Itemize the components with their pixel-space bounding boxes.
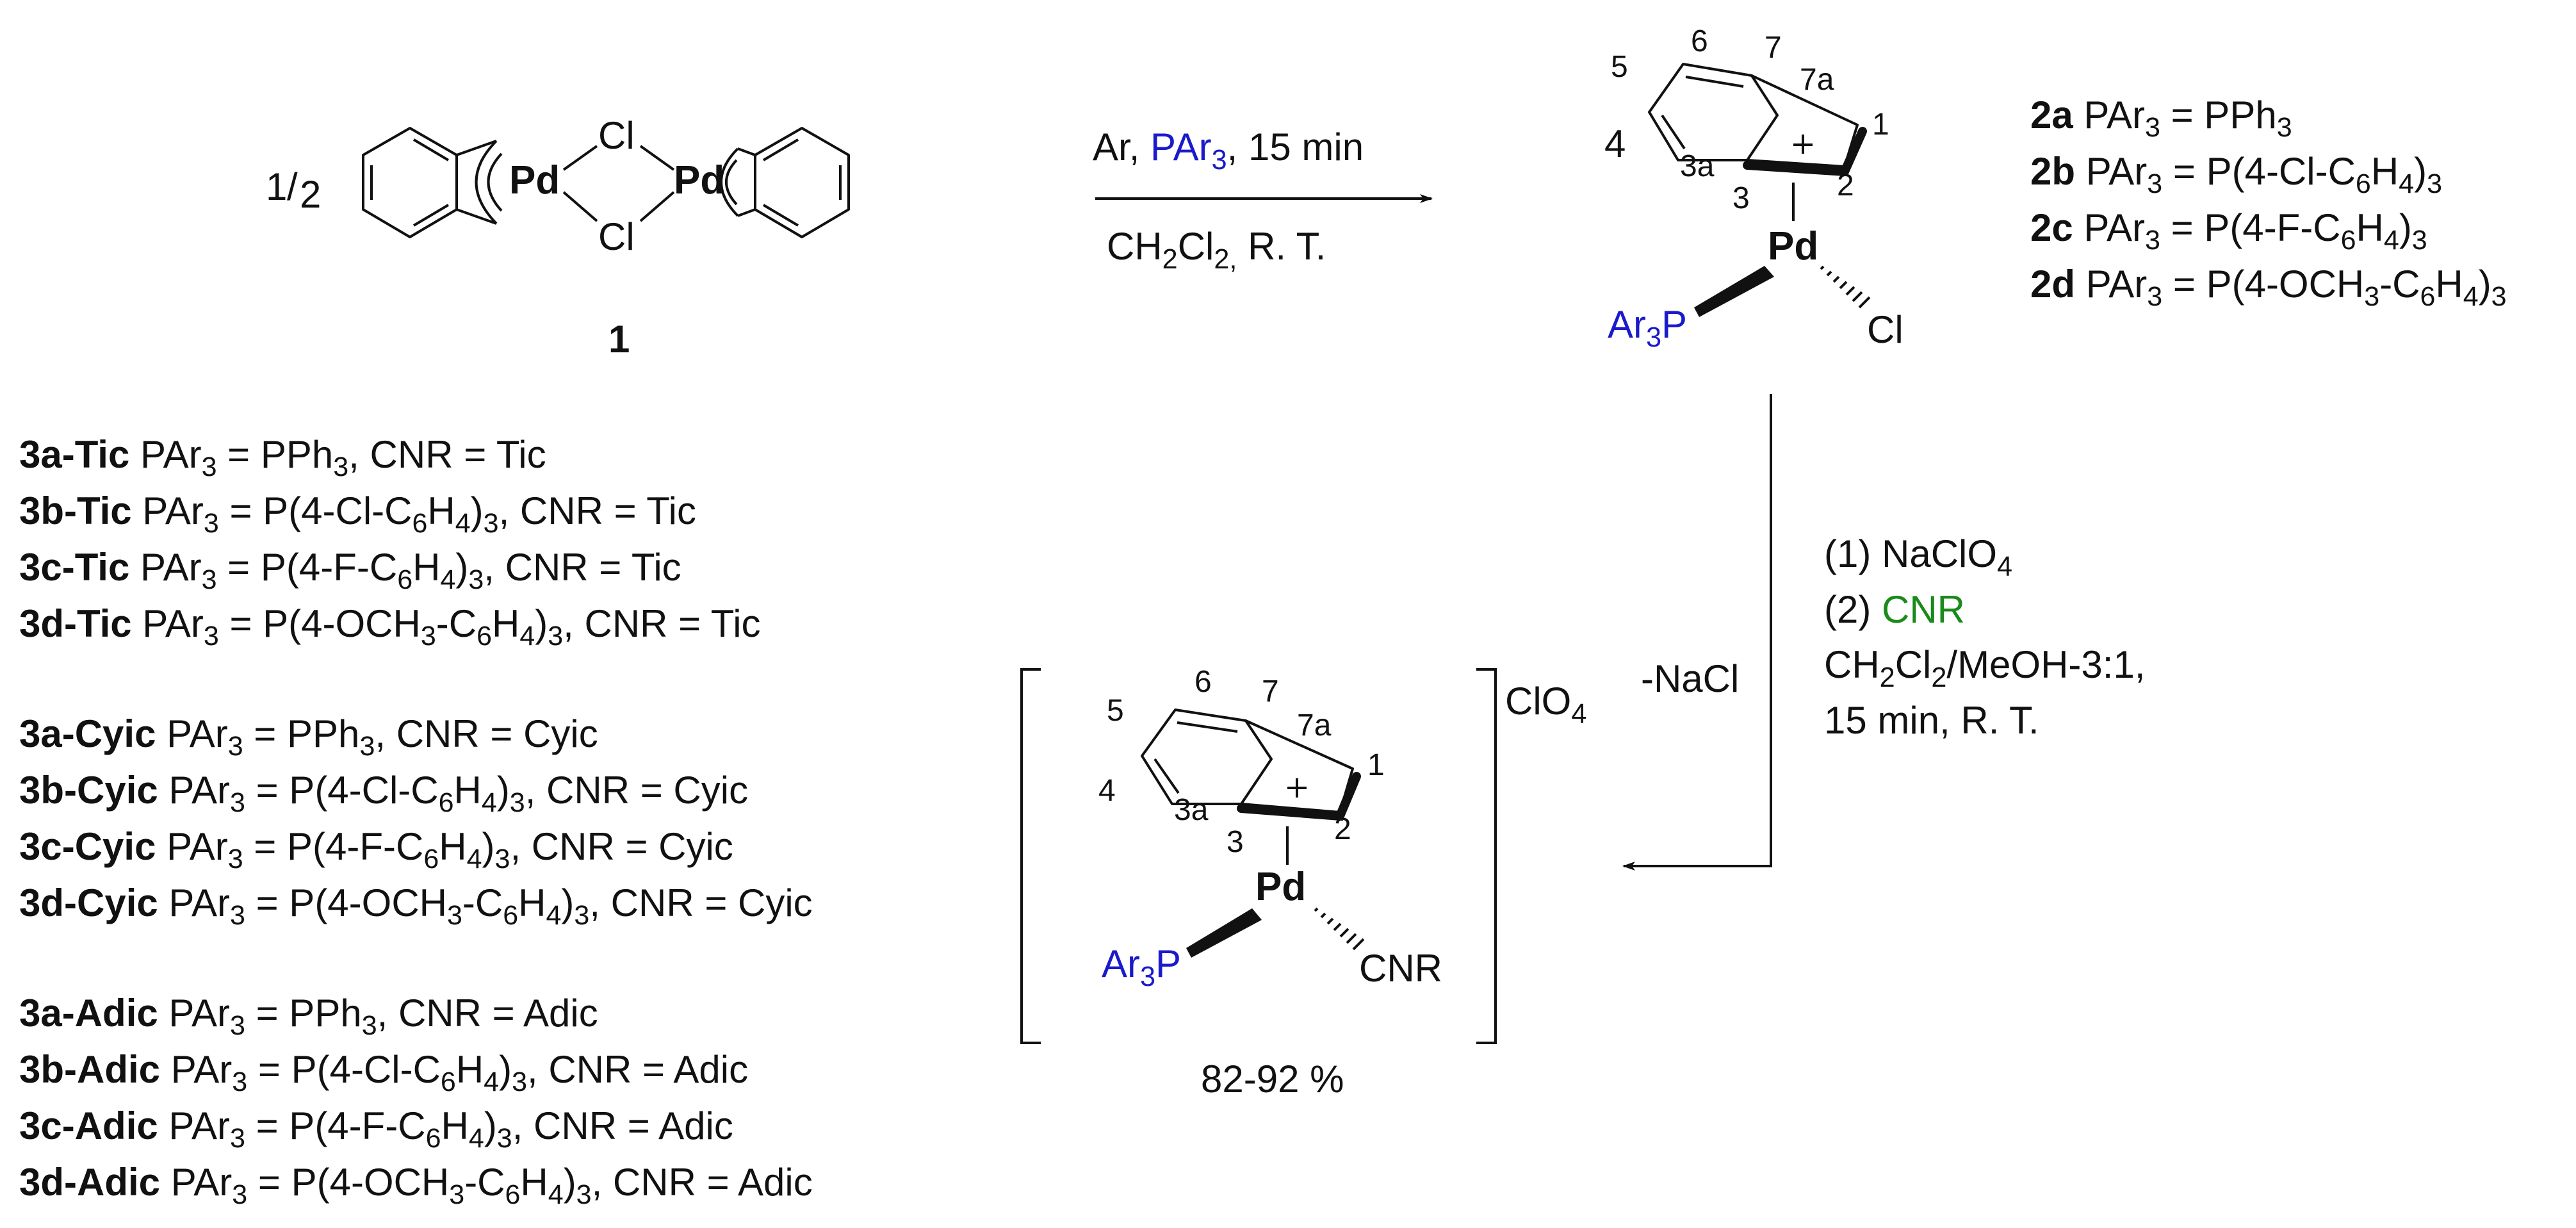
- product-3-phosphine: Ar3P: [1102, 942, 1181, 992]
- svg-text:6: 6: [1691, 24, 1708, 58]
- reactant-coefficient: 1 / 2: [266, 165, 321, 216]
- step1-conditions-below: CH2Cl2, R. T.: [1107, 225, 1326, 275]
- step2-line-3: CH2Cl2/MeOH-3:1,: [1824, 643, 2145, 693]
- product-2-pd: Pd: [1768, 224, 1818, 268]
- indenyl-ligand-left: [362, 127, 503, 238]
- product-2-phosphine: Ar3P: [1608, 303, 1687, 353]
- svg-text:6: 6: [1194, 665, 1212, 699]
- list3-entry-3b-Cyic: 3b-Cyic PAr3 = P(4-Cl-C6H4)3, CNR = Cyic: [19, 769, 748, 818]
- bridge-cl-top: Cl: [598, 114, 635, 157]
- product-3-wedge-bond: [1186, 908, 1262, 958]
- list2-entry-2b: 2b PAr3 = P(4-Cl-C6H4)3: [2030, 150, 2442, 199]
- step2-line-2: (2) CNR: [1824, 588, 1965, 631]
- arrow-step-2: [1622, 394, 1772, 871]
- step1-conditions-above: Ar, PAr3, 15 min: [1093, 126, 1364, 176]
- svg-text:2: 2: [300, 173, 321, 216]
- list2-entry-2a: 2a PAr3 = PPh3: [2030, 94, 2292, 143]
- svg-text:7: 7: [1262, 675, 1279, 708]
- product-2-wedge-bond: [1694, 266, 1774, 317]
- list2-entry-2d: 2d PAr3 = P(4-OCH3-C6H4)3: [2030, 263, 2507, 312]
- product-2-structure: Pd Ar3P Cl: [1608, 63, 1903, 353]
- svg-text:2: 2: [1334, 812, 1351, 846]
- step2-side-label: -NaCl: [1641, 657, 1739, 700]
- list3-entry-3a-Cyic: 3a-Cyic PAr3 = PPh3, CNR = Cyic: [19, 712, 598, 762]
- svg-text:7a: 7a: [1297, 708, 1332, 742]
- svg-text:3: 3: [1732, 181, 1750, 215]
- list3-entry-3c-Cyic: 3c-Cyic PAr3 = P(4-F-C6H4)3, CNR = Cyic: [19, 825, 733, 874]
- svg-text:1: 1: [1367, 748, 1385, 782]
- svg-text:4: 4: [1604, 122, 1626, 165]
- svg-text:3a: 3a: [1174, 793, 1209, 827]
- list3-entry-3d-Cyic: 3d-Cyic PAr3 = P(4-OCH3-C6H4)3, CNR = Cy…: [19, 881, 813, 931]
- product-3-isocyanide: CNR: [1359, 947, 1442, 990]
- indenyl-ligand-right: [720, 127, 850, 238]
- pd-atom-right: Pd: [674, 158, 724, 202]
- list3-entry-3a-Adic: 3a-Adic PAr3 = PPh3, CNR = Adic: [19, 992, 598, 1041]
- svg-text:4: 4: [1098, 774, 1116, 808]
- list3-entry-3b-Adic: 3b-Adic PAr3 = P(4-Cl-C6H4)3, CNR = Adic: [19, 1048, 748, 1097]
- svg-text:2: 2: [1837, 168, 1854, 202]
- svg-text:3a: 3a: [1680, 149, 1715, 183]
- svg-text:7: 7: [1765, 31, 1782, 65]
- list3-entry-3a-Tic: 3a-Tic PAr3 = PPh3, CNR = Tic: [19, 433, 546, 482]
- list2-entry-2c: 2c PAr3 = P(4-F-C6H4)3: [2030, 206, 2427, 256]
- svg-text:5: 5: [1107, 694, 1124, 728]
- list3-entry-3c-Tic: 3c-Tic PAr3 = P(4-F-C6H4)3, CNR = Tic: [19, 546, 681, 595]
- pd-atom-left: Pd: [509, 158, 560, 202]
- svg-text:1: 1: [266, 165, 287, 208]
- product-2-chloride: Cl: [1867, 308, 1903, 351]
- fraction-slash: /: [287, 165, 298, 208]
- bridge-cl-bottom: Cl: [598, 215, 635, 258]
- product-3-pd: Pd: [1255, 865, 1306, 909]
- counterion: ClO4: [1505, 680, 1586, 730]
- yield-label: 82-92 %: [1201, 1058, 1344, 1101]
- svg-text:3: 3: [1227, 825, 1244, 859]
- list3-entry-3b-Tic: 3b-Tic PAr3 = P(4-Cl-C6H4)3, CNR = Tic: [19, 489, 696, 539]
- product-3-structure: Pd Ar3P CNR: [1102, 708, 1442, 992]
- step2-line-1: (1) NaClO4: [1824, 532, 2012, 582]
- product-3-hashed-bond: [1314, 907, 1365, 951]
- product-2-hashed-bond: [1820, 265, 1871, 309]
- product-2-locants: 1 2 3 3a 4 5 6 7 7a: [1604, 24, 1889, 215]
- list3-entry-3c-Adic: 3c-Adic PAr3 = P(4-F-C6H4)3, CNR = Adic: [19, 1104, 733, 1154]
- step2-line-4: 15 min, R. T.: [1824, 699, 2039, 742]
- product-3-brackets: [1020, 668, 1497, 1044]
- svg-text:5: 5: [1611, 50, 1628, 84]
- phosphine-list-2: 2a PAr3 = PPh3 2b PAr3 = P(4-Cl-C6H4)3 2c …: [2030, 94, 2507, 312]
- product-list-3: 3a-Tic PAr3 = PPh3, CNR = Tic 3b-Tic PAr3…: [19, 433, 813, 1210]
- svg-text:7a: 7a: [1800, 63, 1834, 97]
- compound-1-label: 1: [608, 318, 630, 361]
- list3-entry-3d-Tic: 3d-Tic PAr3 = P(4-OCH3-C6H4)3, CNR = Tic: [19, 602, 761, 651]
- svg-text:1: 1: [1872, 108, 1889, 142]
- product-3-locants: 1 2 3 3a 4 5 6 7 7a: [1098, 665, 1385, 859]
- list3-entry-3d-Adic: 3d-Adic PAr3 = P(4-OCH3-C6H4)3, CNR = Ad…: [19, 1161, 813, 1210]
- chloride-bridges: Cl Cl: [562, 114, 675, 258]
